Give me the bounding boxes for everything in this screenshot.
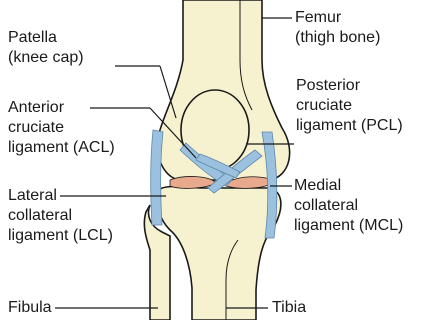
label-patella-line1: Patella (8, 28, 84, 48)
label-mcl-line1: Medial (294, 176, 403, 196)
label-pcl-line3: ligament (PCL) (296, 116, 403, 136)
label-femur-line2: (thigh bone) (295, 28, 380, 48)
label-fibula: Fibula (8, 298, 52, 318)
label-tibia: Tibia (272, 298, 306, 318)
label-patella-line2: (knee cap) (8, 48, 84, 68)
tibia-bone (157, 187, 281, 320)
label-mcl: Medial collateral ligament (MCL) (294, 176, 403, 236)
label-acl-line2: cruciate (8, 118, 115, 138)
label-pcl: Posterior cruciate ligament (PCL) (296, 76, 403, 136)
label-fibula-text: Fibula (8, 299, 52, 316)
label-lcl-line3: ligament (LCL) (8, 226, 113, 246)
label-mcl-line3: ligament (MCL) (294, 216, 403, 236)
label-mcl-line2: collateral (294, 196, 403, 216)
label-femur-line1: Femur (295, 8, 380, 28)
label-pcl-line1: Posterior (296, 76, 403, 96)
label-lcl: Lateral collateral ligament (LCL) (8, 186, 113, 246)
label-lcl-line1: Lateral (8, 186, 113, 206)
label-tibia-text: Tibia (272, 299, 306, 316)
label-acl: Anterior cruciate ligament (ACL) (8, 98, 115, 158)
label-patella: Patella (knee cap) (8, 28, 84, 68)
label-pcl-line2: cruciate (296, 96, 403, 116)
label-lcl-line2: collateral (8, 206, 113, 226)
label-femur: Femur (thigh bone) (295, 8, 380, 48)
label-acl-line3: ligament (ACL) (8, 138, 115, 158)
label-acl-line1: Anterior (8, 98, 115, 118)
lcl-ligament (151, 130, 163, 225)
